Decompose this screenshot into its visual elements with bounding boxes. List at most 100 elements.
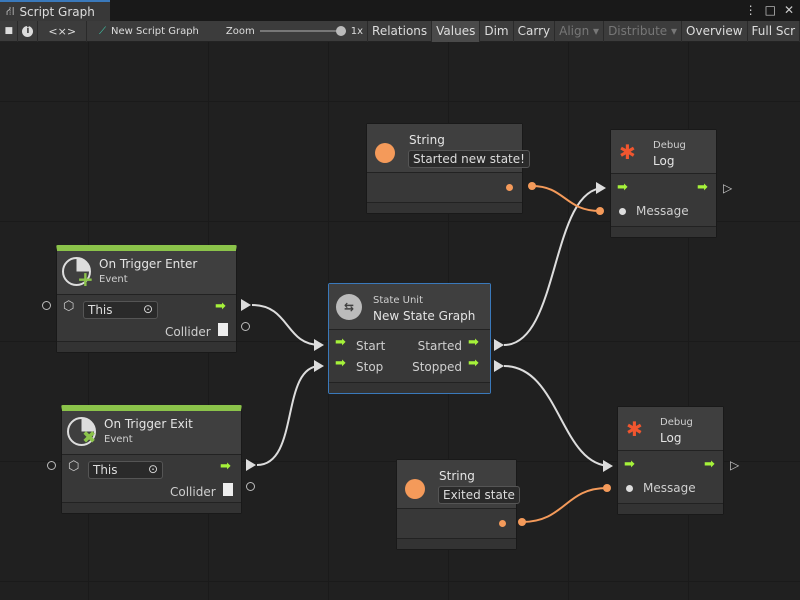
node-footer	[367, 202, 522, 213]
zoom-label: Zoom	[225, 25, 255, 37]
dim-button[interactable]: Dim	[480, 20, 514, 42]
close-icon[interactable]: ✕	[783, 3, 794, 17]
node-footer	[397, 538, 516, 549]
string-value-input[interactable]: Exited state	[438, 486, 520, 504]
zoom-value: 1x	[350, 25, 364, 37]
node-subtitle: Debug	[660, 417, 693, 428]
more-options-icon[interactable]: ⋮	[744, 3, 757, 17]
port-label: Message	[636, 204, 689, 218]
target-in-port[interactable]	[42, 301, 51, 310]
flow-out-port[interactable]: ➡	[704, 457, 715, 472]
stopped-out-connector[interactable]	[494, 360, 504, 372]
overview-button[interactable]: Overview	[682, 20, 748, 42]
message-port[interactable]	[626, 485, 633, 492]
port-label: Message	[643, 481, 696, 495]
on-trigger-enter-node[interactable]: + On Trigger Enter Event ⬡ This⊙ ➡ Colli…	[56, 245, 237, 353]
values-button[interactable]: Values	[432, 20, 481, 42]
start-in-connector[interactable]	[314, 339, 324, 351]
state-unit-node[interactable]: ⇆ State Unit New State Graph ➡ Start ➡ S…	[328, 283, 491, 394]
node-subtitle: Event	[104, 434, 133, 445]
graph-name[interactable]: New Script Graph	[111, 25, 199, 37]
stop-in-connector[interactable]	[314, 360, 324, 372]
string-icon	[375, 143, 395, 163]
code-button[interactable]: <×>	[38, 20, 88, 42]
log1-in-connector[interactable]	[596, 182, 606, 194]
stop-in-port[interactable]: ➡	[335, 356, 346, 371]
maximize-icon[interactable]: □	[764, 3, 776, 17]
node-title: New State Graph	[373, 309, 476, 323]
object-picker-icon: ⊙	[142, 302, 153, 316]
full-screen-button[interactable]: Full Scr	[748, 20, 800, 42]
node-footer	[618, 503, 723, 514]
trigger-enter-icon	[62, 257, 91, 286]
object-picker-icon: ⊙	[147, 462, 158, 476]
gameobject-icon: ⬡	[63, 299, 75, 314]
target-field[interactable]: This⊙	[83, 301, 158, 319]
collider-icon	[218, 323, 228, 336]
debug-log-node-1[interactable]: ✱ Debug Log ➡ ➡ Message	[610, 129, 717, 238]
flow-out-connector[interactable]: ▷	[723, 181, 733, 195]
target-in-port[interactable]	[47, 461, 56, 470]
lock-button[interactable]: ■	[0, 20, 19, 42]
collider-out-port[interactable]	[246, 482, 255, 491]
node-title: Log	[660, 431, 682, 445]
port-label: Stop	[356, 360, 384, 374]
collider-out-port[interactable]	[241, 322, 250, 331]
flow-out-connector[interactable]: ▷	[730, 458, 740, 472]
plus-icon: +	[77, 267, 94, 291]
string-node-1[interactable]: String Started new state!	[366, 123, 530, 214]
port-label: Start	[356, 339, 386, 353]
node-title: On Trigger Exit	[104, 417, 193, 431]
node-footer	[62, 502, 241, 513]
node-footer	[611, 226, 716, 237]
stopped-out-port[interactable]: ➡	[468, 356, 479, 371]
distribute-dropdown[interactable]: Distribute ▾	[604, 20, 683, 42]
port-label: Collider	[170, 485, 216, 499]
port-label: Stopped	[412, 360, 462, 374]
node-title: String	[439, 469, 475, 483]
flow-in-port[interactable]: ➡	[624, 457, 635, 472]
graph-icon: ⛙	[6, 3, 15, 18]
graph-asset-icon: ⟋	[99, 25, 107, 37]
node-footer	[329, 382, 490, 393]
message-port[interactable]	[619, 208, 626, 215]
output-port[interactable]	[499, 520, 506, 527]
carry-button[interactable]: Carry	[514, 20, 556, 42]
gameobject-icon: ⬡	[68, 459, 80, 474]
start-in-port[interactable]: ➡	[335, 335, 346, 350]
flow-out-connector[interactable]	[241, 299, 251, 311]
title-bar: ⛙ Script Graph ⋮ □ ✕	[0, 0, 800, 21]
state-unit-icon: ⇆	[336, 294, 362, 320]
flow-out-port[interactable]: ➡	[697, 180, 708, 195]
node-subtitle: State Unit	[373, 295, 424, 306]
tab-label: Script Graph	[19, 4, 95, 19]
align-dropdown[interactable]: Align ▾	[555, 20, 605, 42]
string-value-input[interactable]: Started new state!	[408, 150, 530, 168]
target-field[interactable]: This⊙	[88, 461, 163, 479]
output-port[interactable]	[506, 184, 513, 191]
flow-in-port[interactable]: ➡	[617, 180, 628, 195]
flow-out-port[interactable]: ➡	[215, 299, 226, 314]
trigger-exit-icon	[67, 417, 96, 446]
log2-in-connector[interactable]	[603, 460, 613, 472]
relations-button[interactable]: Relations	[367, 20, 433, 42]
tab-script-graph[interactable]: ⛙ Script Graph	[0, 0, 110, 21]
on-trigger-exit-node[interactable]: ✖ On Trigger Exit Event ⬡ This⊙ ➡ Collid…	[61, 405, 242, 514]
bug-icon: ✱	[626, 417, 643, 441]
cross-icon: ✖	[82, 428, 97, 448]
debug-log-node-2[interactable]: ✱ Debug Log ➡ ➡ Message	[617, 406, 724, 515]
started-out-connector[interactable]	[494, 339, 504, 351]
info-button[interactable]: i	[18, 20, 39, 42]
flow-out-port[interactable]: ➡	[220, 459, 231, 474]
started-out-port[interactable]: ➡	[468, 335, 479, 350]
flow-out-connector[interactable]	[246, 459, 256, 471]
node-title: On Trigger Enter	[99, 257, 198, 271]
node-title: Log	[653, 154, 675, 168]
bug-icon: ✱	[619, 140, 636, 164]
port-label: Started	[417, 339, 462, 353]
node-footer	[57, 341, 236, 352]
collider-icon	[223, 483, 233, 496]
string-icon	[405, 479, 425, 499]
string-node-2[interactable]: String Exited state	[396, 459, 520, 550]
zoom-slider[interactable]	[259, 26, 346, 36]
